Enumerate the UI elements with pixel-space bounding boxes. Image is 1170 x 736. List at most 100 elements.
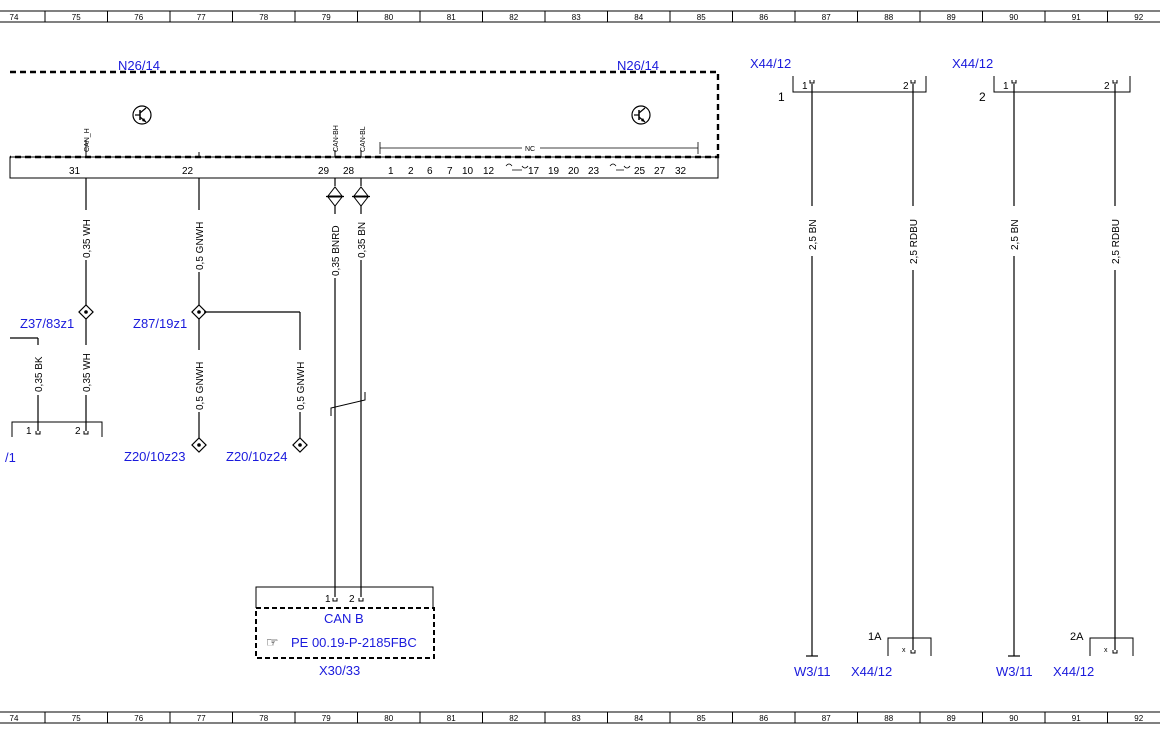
splice-label: Z20/10z24: [226, 449, 287, 464]
connector-x44-12-group-1: X44/12 1 1 2 2,5 BN 2,5 RDBU x 1A W3/11 …: [750, 56, 932, 679]
pin-number: 27: [654, 166, 666, 177]
module-pins: 31 22 29 28 1 2 6 7 10 12 17 19 20 23 25…: [69, 166, 687, 177]
ruler-number: 91: [1072, 714, 1081, 723]
connector-x44-12-group-2: X44/12 2 1 2 2,5 BN 2,5 RDBU x 2A W3/11 …: [952, 56, 1134, 679]
can-box-reference-link[interactable]: PE 00.19-P-2185FBC: [291, 635, 417, 650]
pin-number: 31: [69, 166, 81, 177]
connector-number: 1: [778, 90, 785, 104]
ruler-number: 92: [1134, 714, 1143, 723]
pointing-hand-icon: ☞: [266, 634, 279, 650]
ruler-number: 83: [572, 13, 581, 22]
pin-number: 2: [349, 594, 355, 605]
ruler-number: 77: [197, 13, 206, 22]
ruler-number: 86: [759, 714, 768, 723]
ruler-number: 74: [10, 714, 19, 723]
connector-left-partial: 0,35 BK 1 2 /1: [5, 337, 103, 465]
pin-label-can-bl: CAN-BL: [360, 126, 367, 152]
can-box-label: X30/33: [319, 663, 360, 678]
connector-label: X44/12: [750, 56, 791, 71]
connector-bottom-label: X44/12: [851, 664, 892, 679]
pin-number: 28: [343, 166, 355, 177]
pin-number: 29: [318, 166, 330, 177]
pin-number: 2: [75, 426, 81, 437]
nc-label: NC: [525, 146, 535, 153]
pin-label-can-bh: CAN-BH: [333, 125, 340, 152]
wire-label: 2,5 RDBU: [1111, 219, 1122, 264]
ruler-number: 81: [447, 13, 456, 22]
connector-label: /1: [5, 450, 16, 465]
pin-number: 23: [588, 166, 600, 177]
pin-skip-icon: [505, 163, 529, 171]
pin-number: 1: [802, 81, 808, 92]
can-wires: 0,35 BNRD 0,35 BN: [326, 178, 370, 597]
transistor-icon: [631, 105, 651, 125]
ruler-number: 74: [10, 13, 19, 22]
ruler-number: 83: [572, 714, 581, 723]
can-box-title: CAN B: [324, 611, 364, 626]
ruler-number: 78: [259, 714, 268, 723]
transistor-icon: [132, 105, 152, 125]
pin-number: 19: [548, 166, 560, 177]
wire-label: 0,35 BNRD: [331, 225, 342, 276]
ruler-number: 88: [884, 714, 893, 723]
ruler-number: 89: [947, 714, 956, 723]
pin-number: 1: [388, 166, 394, 177]
wire-label: 0,35 WH: [82, 353, 93, 392]
pin-number: 2: [903, 81, 909, 92]
pin-number: 2: [408, 166, 414, 177]
ruler-number: 89: [947, 13, 956, 22]
pin-number: 32: [675, 166, 687, 177]
wire-22: 0,5 GNWH 0,5 GNWH 0,5 GNWH: [191, 178, 308, 453]
pin-number: 20: [568, 166, 580, 177]
ruler-number: 80: [384, 714, 393, 723]
ground-label: W3/11: [996, 664, 1033, 679]
pin-number: 1: [26, 426, 32, 437]
ruler-number: 90: [1009, 13, 1018, 22]
ruler-number: 78: [259, 13, 268, 22]
module-n26-14: N26/14 N26/14 CAN_H CAN-BH CAN-BL: [9, 58, 720, 179]
splice-label: Z37/83z1: [20, 316, 74, 331]
connector-sub-label: 1A: [868, 631, 882, 643]
connector-bottom-label: X44/12: [1053, 664, 1094, 679]
wire-label: 0,35 BN: [357, 222, 368, 258]
pin-number: 17: [528, 166, 540, 177]
connector-arrow-icon: [352, 186, 370, 207]
ruler-number: 84: [634, 13, 643, 22]
can-b-connector: 1 2 CAN B ☞ PE 00.19-P-2185FBC X30/33: [255, 586, 435, 678]
ruler-number: 87: [822, 13, 831, 22]
connector-arrow-icon: [326, 186, 344, 207]
connector-sub-label: 2A: [1070, 631, 1084, 643]
ruler-number: 75: [72, 714, 81, 723]
pin-skip-icon: [609, 163, 631, 171]
wire-label: 0,35 BK: [34, 356, 45, 392]
ruler-number: 91: [1072, 13, 1081, 22]
pin-number: 7: [447, 166, 453, 177]
ruler-number: 82: [509, 714, 518, 723]
pin-number: 2: [1104, 81, 1110, 92]
wire-31: 0,35 WH 0,35 WH: [78, 178, 94, 431]
nc-bracket: NC: [379, 142, 699, 154]
ruler-number: 87: [822, 714, 831, 723]
pin-number: 6: [427, 166, 433, 177]
ground-label: W3/11: [794, 664, 831, 679]
pin-x-mark: x: [902, 647, 906, 654]
wire-label: 0,35 WH: [82, 219, 93, 258]
wire-label: 0,5 GNWH: [195, 362, 206, 410]
ruler-number: 79: [322, 13, 331, 22]
ruler-number: 88: [884, 13, 893, 22]
ruler-number: 85: [697, 13, 706, 22]
ruler-number: 76: [134, 714, 143, 723]
ruler-number: 90: [1009, 714, 1018, 723]
ruler-number: 76: [134, 13, 143, 22]
module-label-left: N26/14: [118, 58, 160, 73]
ruler-number: 86: [759, 13, 768, 22]
pin-number: 12: [483, 166, 495, 177]
ruler-number: 79: [322, 714, 331, 723]
ruler-number: 82: [509, 13, 518, 22]
ruler-number: 75: [72, 13, 81, 22]
wire-label: 0,5 GNWH: [296, 362, 307, 410]
pin-number: 22: [182, 166, 194, 177]
pin-x-mark: x: [1104, 647, 1108, 654]
wire-label: 2,5 BN: [808, 219, 819, 250]
